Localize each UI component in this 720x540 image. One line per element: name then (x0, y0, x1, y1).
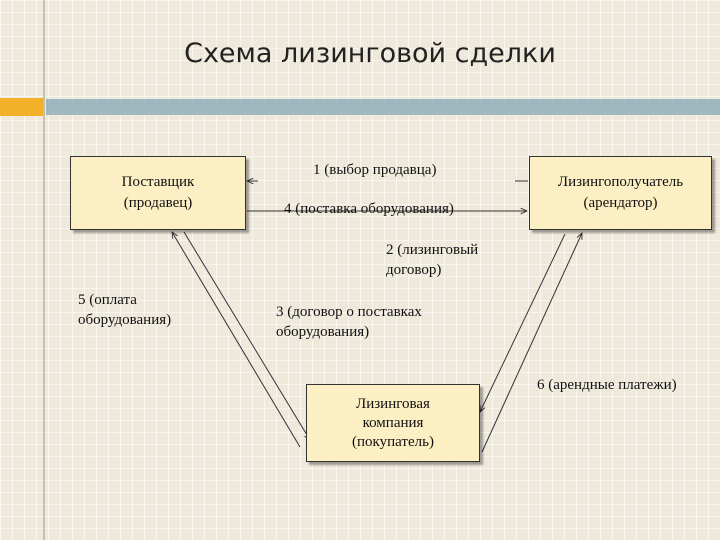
edge-label-5-line1: 5 (оплата (78, 292, 137, 308)
edge-label-5-line2: оборудования) (78, 312, 172, 328)
edge-label-2-line2: договор) (386, 262, 442, 278)
edge-label-3-line1: 3 (договор о поставках (276, 304, 422, 320)
company-label-1: Лизинговая (356, 395, 430, 412)
company-label-2: компания (362, 414, 424, 431)
arrow-2-lease-contract (480, 233, 566, 412)
edge-label-2-line1: 2 (лизинговый (386, 242, 479, 258)
supplier-box: Поставщик (продавец) (70, 156, 246, 230)
decorative-vertical-line (43, 0, 45, 540)
edge-label-4: 4 (поставка оборудования) (284, 201, 454, 217)
accent-bar-blue (46, 99, 720, 115)
arrow-6-lease-payments (481, 233, 582, 453)
lessee-role: (арендатор) (583, 195, 658, 211)
arrow-3-contract-down (183, 231, 310, 440)
lessee-label: Лизингополучатель (557, 174, 684, 190)
supplier-role: (продавец) (123, 195, 193, 211)
supplier-label: Поставщик (121, 174, 195, 190)
lessee-box: Лизингополучатель (арендатор) (529, 156, 712, 230)
edge-label-3-line2: оборудования) (276, 324, 370, 340)
edge-label-6: 6 (арендные платежи) (537, 377, 677, 393)
page-title: Схема лизинговой сделки (184, 38, 556, 69)
arrow-5-payment-up (172, 232, 301, 448)
company-role: (покупатель) (352, 433, 434, 450)
accent-bar-orange (0, 98, 43, 116)
edge-label-1: 1 (выбор продавца) (313, 162, 437, 178)
leasing-company-box: Лизинговая компания (покупатель) (306, 384, 480, 462)
